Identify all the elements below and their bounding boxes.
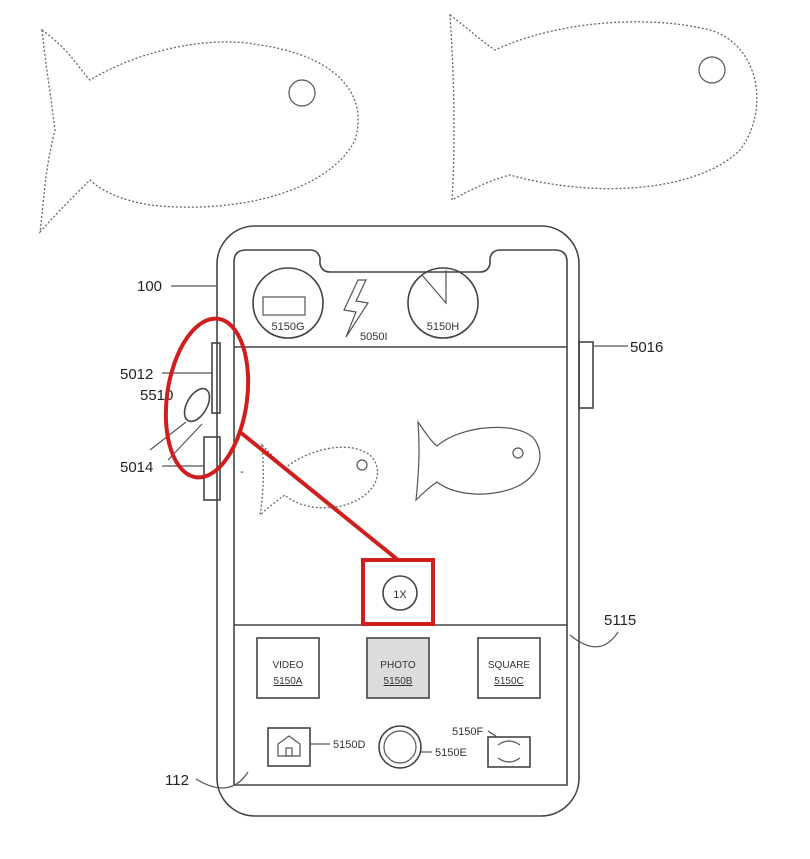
volume-up-button xyxy=(211,342,221,414)
fish-illustration-right xyxy=(449,13,758,202)
shutter-button[interactable] xyxy=(378,725,422,769)
mode-square-button[interactable]: SQUARE 5150C xyxy=(477,637,541,699)
mode-video-ref: 5150A xyxy=(274,676,303,687)
camera-ui-ref: 5115 xyxy=(604,612,636,629)
bottom-bar-ref: 112 xyxy=(165,772,189,789)
home-ref: 5150D xyxy=(333,739,365,751)
mode-photo-label: PHOTO xyxy=(380,660,416,671)
power-button xyxy=(578,341,594,409)
mode-video-label: VIDEO xyxy=(272,660,303,671)
battery-ref: 5150G xyxy=(271,321,304,333)
zoom-button[interactable]: 1X xyxy=(382,575,418,611)
fish-preview-left xyxy=(259,443,379,517)
highlight-zoom-box xyxy=(361,558,435,626)
zoom-label: 1X xyxy=(393,589,407,601)
button-upper-ref: 5012 xyxy=(120,366,153,383)
timer-control[interactable]: 5150H xyxy=(407,267,479,339)
minus-indicator: - xyxy=(240,466,244,478)
mode-square-ref: 5150C xyxy=(494,676,523,687)
switch-camera-ref: 5150F xyxy=(452,726,483,738)
reference-labels: 100 5012 5510 5014 5016 5115 112 xyxy=(120,278,663,789)
home-icon[interactable] xyxy=(267,727,311,767)
device-body xyxy=(203,225,594,817)
fish-illustration-left xyxy=(39,28,359,234)
button-lower-ref: 5014 xyxy=(120,459,153,476)
fish-preview-right xyxy=(415,419,541,502)
viewfinder: - 1X xyxy=(234,419,567,626)
mode-video-button[interactable]: VIDEO 5150A xyxy=(256,637,320,699)
flash-icon[interactable]: 5050I xyxy=(343,279,388,343)
timer-ref: 5150H xyxy=(427,321,459,333)
bottom-controls: 5150D 5150E 5150F xyxy=(267,725,531,769)
shutter-ref: 5150E xyxy=(435,747,467,759)
switch-camera-icon[interactable] xyxy=(487,736,531,768)
device-ref: 100 xyxy=(137,278,162,295)
mode-square-label: SQUARE xyxy=(488,660,531,671)
mode-photo-button[interactable]: PHOTO 5150B xyxy=(366,637,430,699)
side-button-ref: 5016 xyxy=(630,339,663,356)
camera-top-bar: 5150G 5050I 5150H xyxy=(234,267,567,348)
mode-selector: VIDEO 5150A PHOTO 5150B SQUARE 5150C xyxy=(256,637,541,699)
highlight-ellipse xyxy=(163,316,251,480)
highlight-connector xyxy=(238,430,400,562)
mode-photo-ref: 5150B xyxy=(384,676,413,687)
red-highlight xyxy=(163,316,435,626)
flash-ref: 5050I xyxy=(360,331,388,343)
battery-control[interactable]: 5150G xyxy=(252,267,324,339)
